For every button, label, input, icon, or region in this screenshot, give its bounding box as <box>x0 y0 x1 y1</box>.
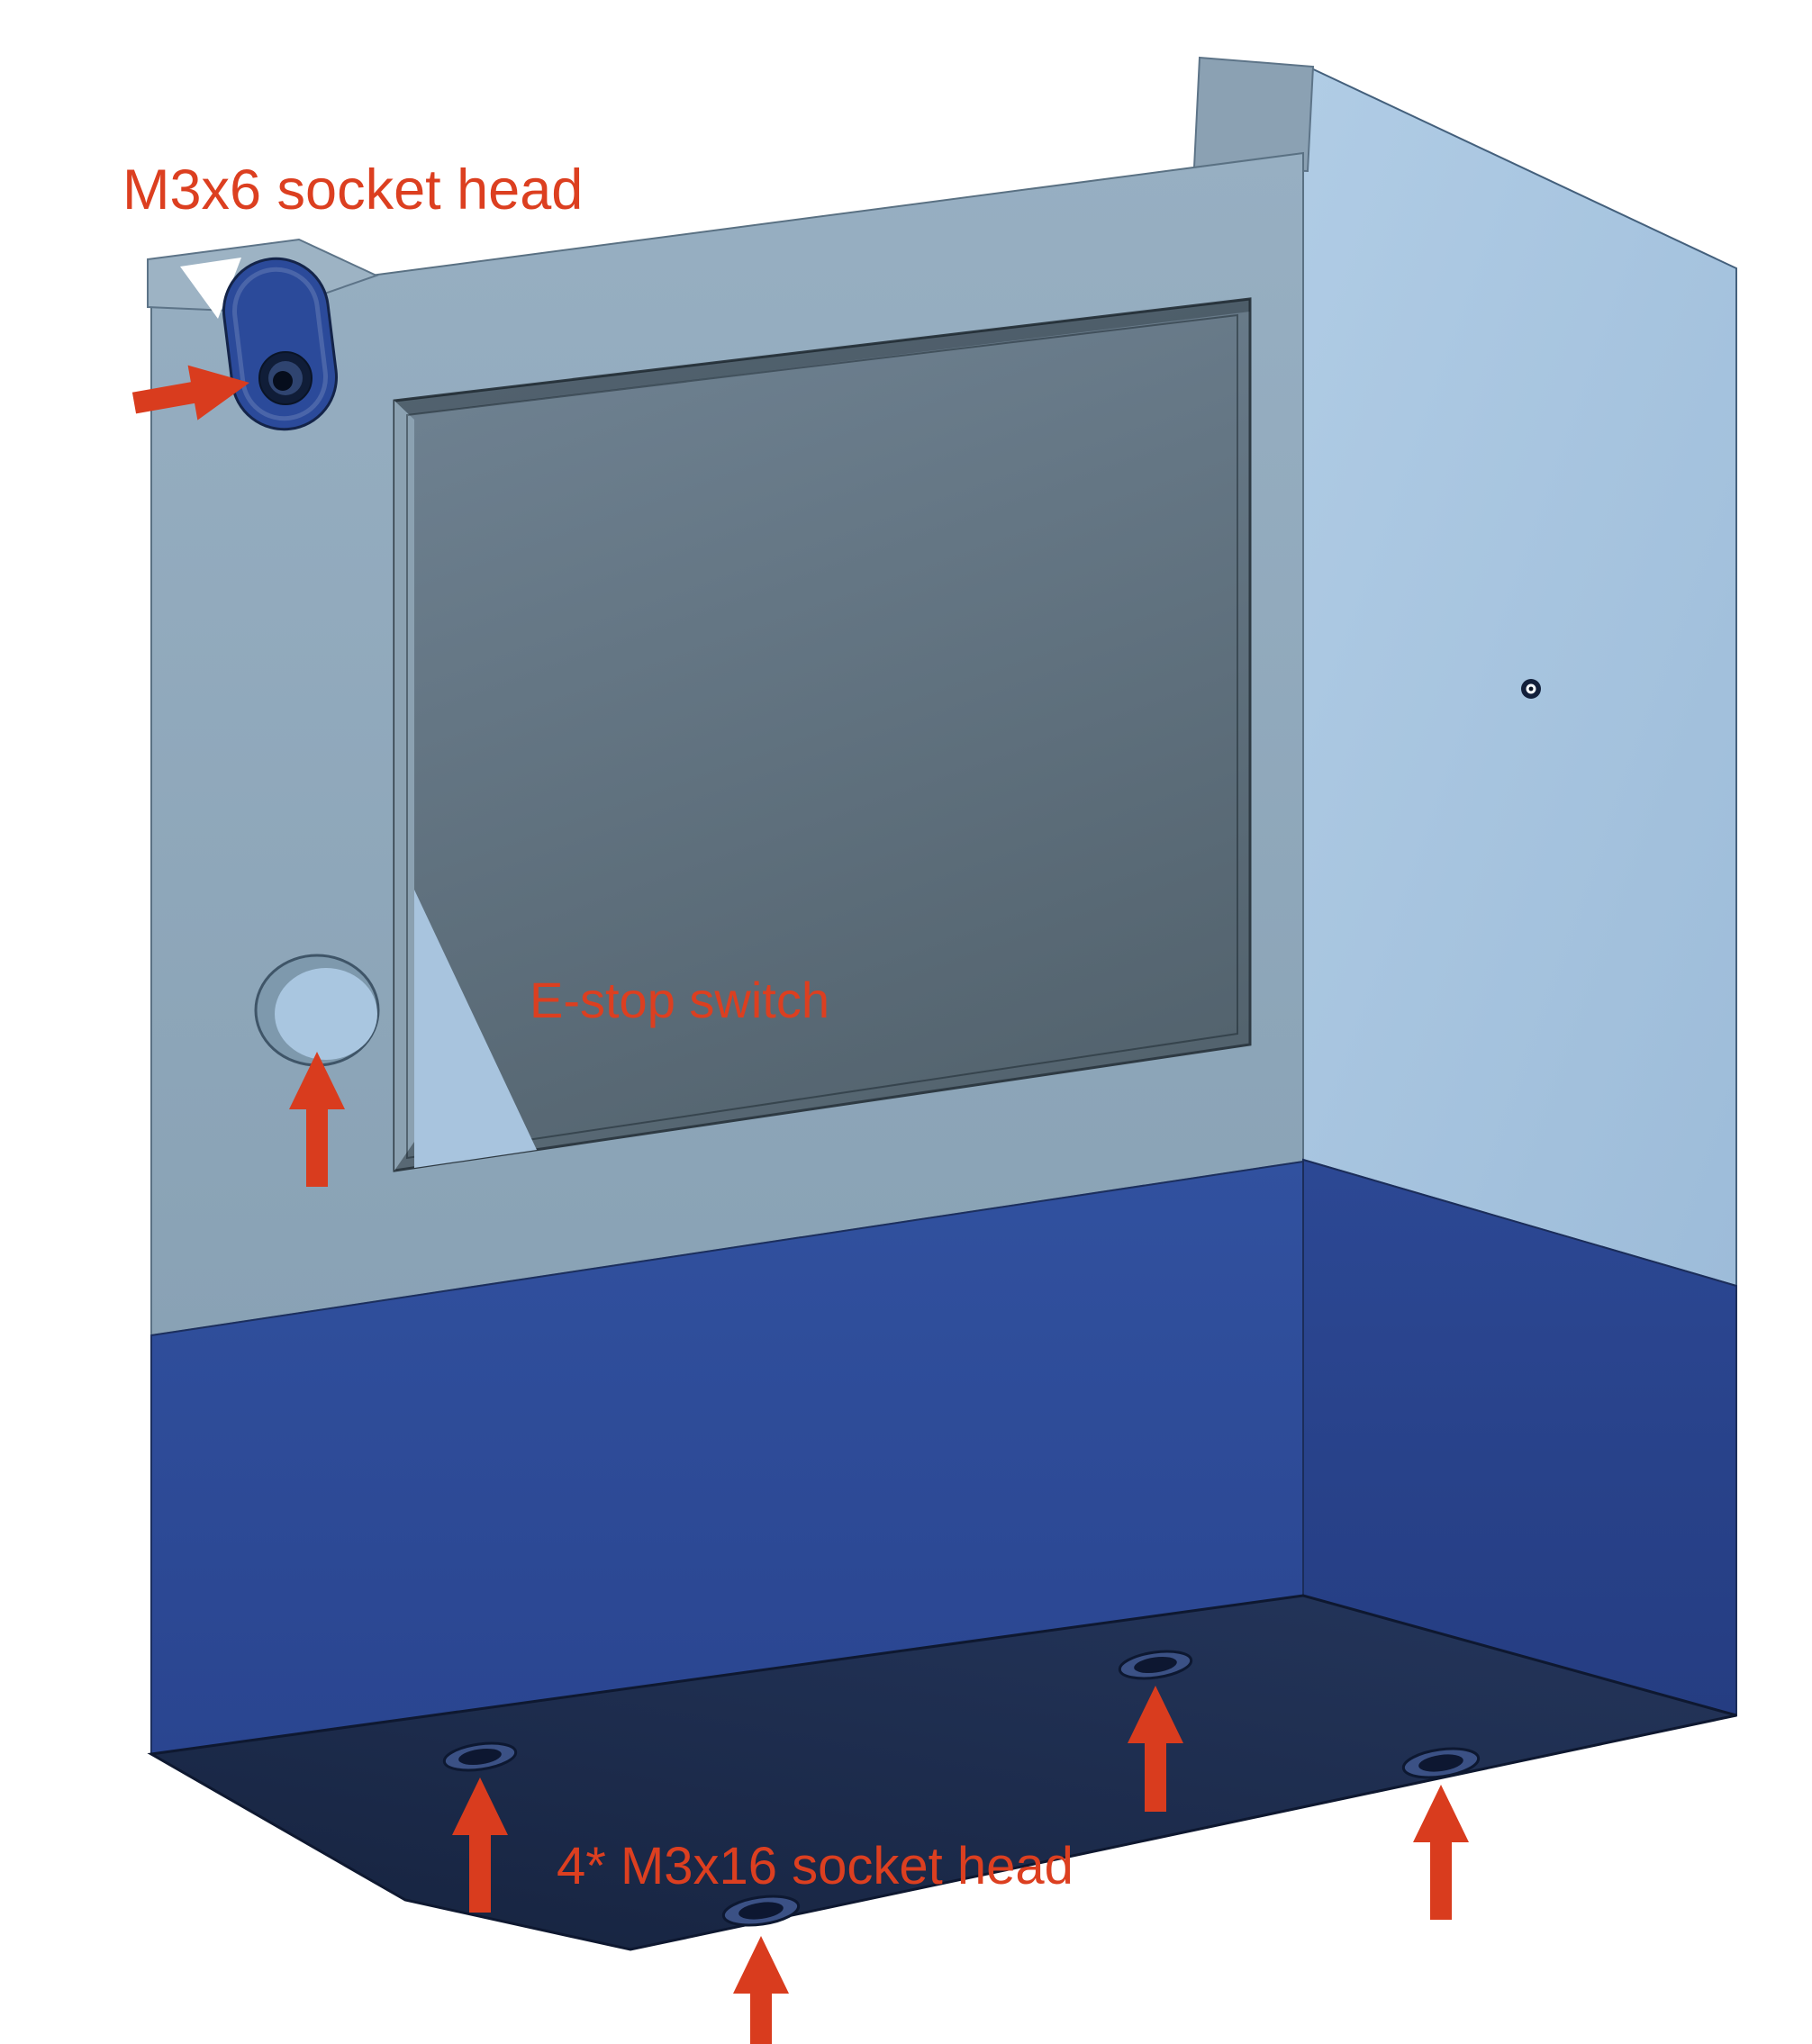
estop-hole <box>254 954 380 1067</box>
recess-reflection <box>414 890 537 1168</box>
arrow-icon-bottom-screw-4 <box>1413 1785 1469 1920</box>
arrow-icon-estop <box>289 1052 345 1187</box>
recess-inner-edge <box>406 313 1238 1160</box>
slot-rim-highlight <box>231 267 329 421</box>
countersink-hole-2 <box>721 1895 801 1927</box>
recess-left-wall <box>394 401 414 1171</box>
countersink-hole-4 <box>1401 1747 1481 1779</box>
enclosure-model <box>147 56 1737 1951</box>
slot-screw-hole <box>258 351 313 405</box>
annotations: M3x6 socket head E-stop switch 4* M3x16 … <box>122 158 1469 2044</box>
recess-panel <box>393 297 1252 1172</box>
countersink-hole-3 <box>1118 1650 1193 1680</box>
mounting-tab <box>147 238 379 431</box>
recess-top-wall <box>394 299 1250 415</box>
pilot-hole <box>1521 679 1541 699</box>
arrow-icon-bottom-screw-2 <box>733 1936 789 2044</box>
arrow-icon-top-screw <box>131 365 249 421</box>
label-estop: E-stop switch <box>530 972 829 1028</box>
label-top-screw: M3x6 socket head <box>122 158 583 222</box>
screen-recess <box>393 297 1252 1172</box>
arrow-icon-bottom-screw-1 <box>452 1777 508 1913</box>
label-bottom-screws: 4* M3x16 socket head <box>557 1837 1074 1895</box>
arrow-icon-bottom-screw-3 <box>1128 1686 1183 1812</box>
tab-notch <box>180 258 241 319</box>
bottom-face <box>147 1594 1737 1951</box>
right-face <box>1302 65 1737 1288</box>
countersink-hole-1 <box>442 1741 518 1772</box>
top-step-notch <box>1192 56 1315 173</box>
